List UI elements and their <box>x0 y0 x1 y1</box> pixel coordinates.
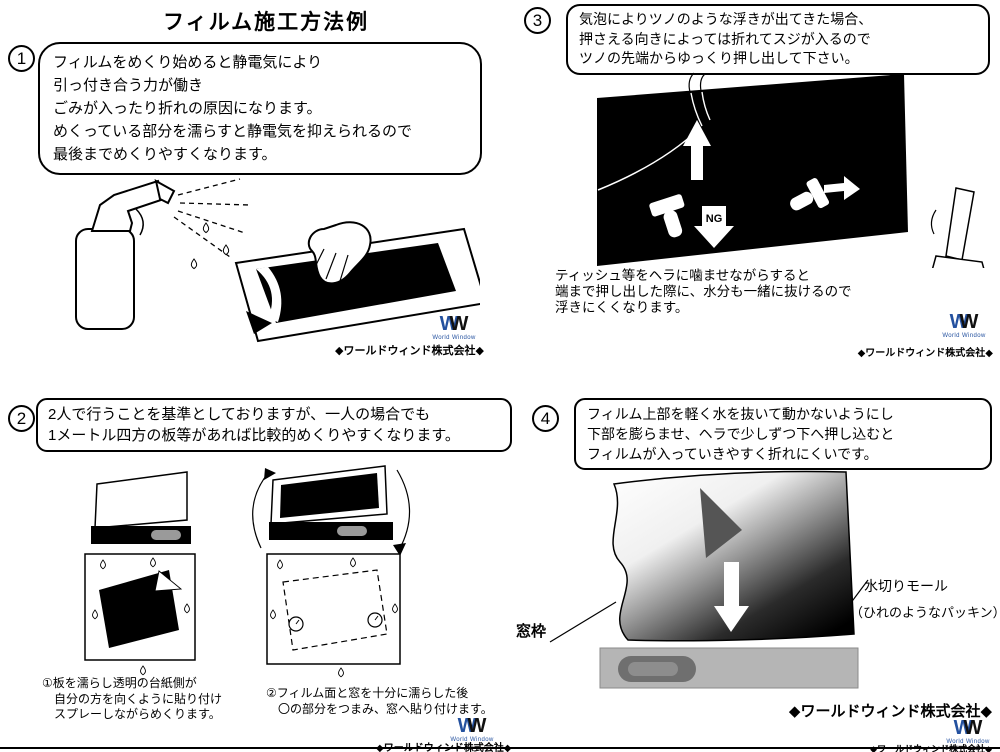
step1-instruction-bubble: フィルムをめくり始めると静電気により 引っ付き合う力が働き ごみが入ったり折れの… <box>38 42 482 175</box>
packing-label: （ひれのようなパッキン） <box>850 605 1000 620</box>
film-curl <box>246 311 272 334</box>
door-handle <box>337 526 367 536</box>
company-credit-bold: ◆ワールドウィンド株式会社◆ <box>788 703 992 720</box>
tinted-window <box>597 74 908 266</box>
film-on-window <box>280 473 379 518</box>
worldwind-logo-mark: WW <box>953 717 983 739</box>
step3-number-badge: 3 <box>524 7 551 34</box>
window-frame-label: 窓枠 <box>516 623 547 640</box>
worldwind-logo: WW World Window <box>432 314 476 341</box>
company-credit: ◆ワールドウィンド株式会社◆ <box>376 739 566 752</box>
water-droplets-left <box>92 557 190 676</box>
door-panel-illustration <box>549 470 869 689</box>
film-fold-corner <box>154 570 183 592</box>
worldwind-logo-subtext: World Window <box>946 739 990 745</box>
door-handle <box>151 530 181 540</box>
pointer-line-window-frame <box>549 601 617 643</box>
spray-mist <box>173 178 251 258</box>
step4-instruction-bubble: フィルム上部を軽く水を抜いて動かないようにし 下部を膨らませ、ヘラで少しずつ下へ… <box>574 398 992 470</box>
squeegee-icon-2 <box>790 178 830 211</box>
bottom-divider <box>0 747 1000 749</box>
step3-note: ティッシュ等をヘラに噛ませながらすると 端まで押し出した際に、水分も一緒に抜ける… <box>555 268 852 315</box>
push-right-arrow-icon <box>824 176 860 200</box>
ng-label: NG <box>706 213 723 225</box>
squeegee-with-tissue <box>930 187 985 268</box>
worldwind-logo-mark: WW <box>457 715 487 737</box>
window-film-illustration: NG <box>597 72 985 268</box>
worldwind-logo-subtext: World Window <box>942 333 986 339</box>
spray-bottle <box>75 179 176 330</box>
film-outline-dashed <box>282 569 388 651</box>
worldwind-logo: WW World Window <box>946 718 990 745</box>
worldwind-logo-mark: WW <box>439 313 469 335</box>
board-left <box>84 553 196 661</box>
step1-number-badge: 1 <box>8 45 35 72</box>
company-credit: ◆ワールドウィンド株式会社◆ <box>857 348 993 359</box>
window-left <box>91 471 191 544</box>
worldwind-logo-subtext: World Window <box>432 335 476 341</box>
step4-number-badge: 4 <box>532 405 559 432</box>
window-glass-with-film <box>612 470 855 642</box>
window-right <box>269 465 393 540</box>
worldwind-logo: WW World Window <box>942 312 986 339</box>
hand <box>307 221 372 285</box>
step2-number: 2 <box>16 408 27 428</box>
worldwind-logo: WW World Window <box>450 716 494 743</box>
molding-label: 水切りモール <box>864 578 948 594</box>
water-droplets-right <box>270 557 398 678</box>
push-up-arrow-icon <box>683 120 711 180</box>
step4-number: 4 <box>540 408 551 428</box>
board-right <box>266 553 401 665</box>
spray-droplets <box>190 222 230 270</box>
step3-number: 3 <box>532 10 543 30</box>
step2-instruction-bubble: 2人で行うことを基準としておりますが、一人の場合でも 1メートル四方の板等があれ… <box>36 398 512 452</box>
squeegee-icon-1 <box>649 194 685 238</box>
step3-instruction-bubble: 気泡によりツノのような浮きが出てきた場合、 押さえる向きによっては折れてスジが入… <box>566 4 990 75</box>
step2-number-badge: 2 <box>8 405 35 432</box>
worldwind-logo-mark: WW <box>949 311 979 333</box>
push-down-arrow-icon <box>714 562 749 632</box>
step1-number: 1 <box>16 48 27 68</box>
page-title: フィルム施工方法例 <box>163 11 370 34</box>
film-flap <box>700 488 742 558</box>
door-sill <box>599 647 859 689</box>
film-peel-highlight <box>256 267 282 322</box>
film-board <box>234 227 480 343</box>
board-illustration <box>84 465 411 678</box>
film-sheet <box>256 243 456 323</box>
step2-caption-right: ②フィルム面と窓を十分に濡らした後 〇の部分をつまみ、窓へ貼り付けます。 <box>266 686 493 716</box>
rotate-arrows <box>252 468 411 556</box>
company-credit: ◆ワールドウィンド株式会社◆ <box>335 345 484 357</box>
step2-caption-left: ①板を濡らし透明の台紙側が 自分の方を向くように貼り付け スプレーしながらめくり… <box>42 676 223 721</box>
spray-illustration <box>75 178 480 343</box>
worldwind-logo-subtext: World Window <box>450 737 494 743</box>
ng-arrow-icon: NG <box>694 206 734 248</box>
